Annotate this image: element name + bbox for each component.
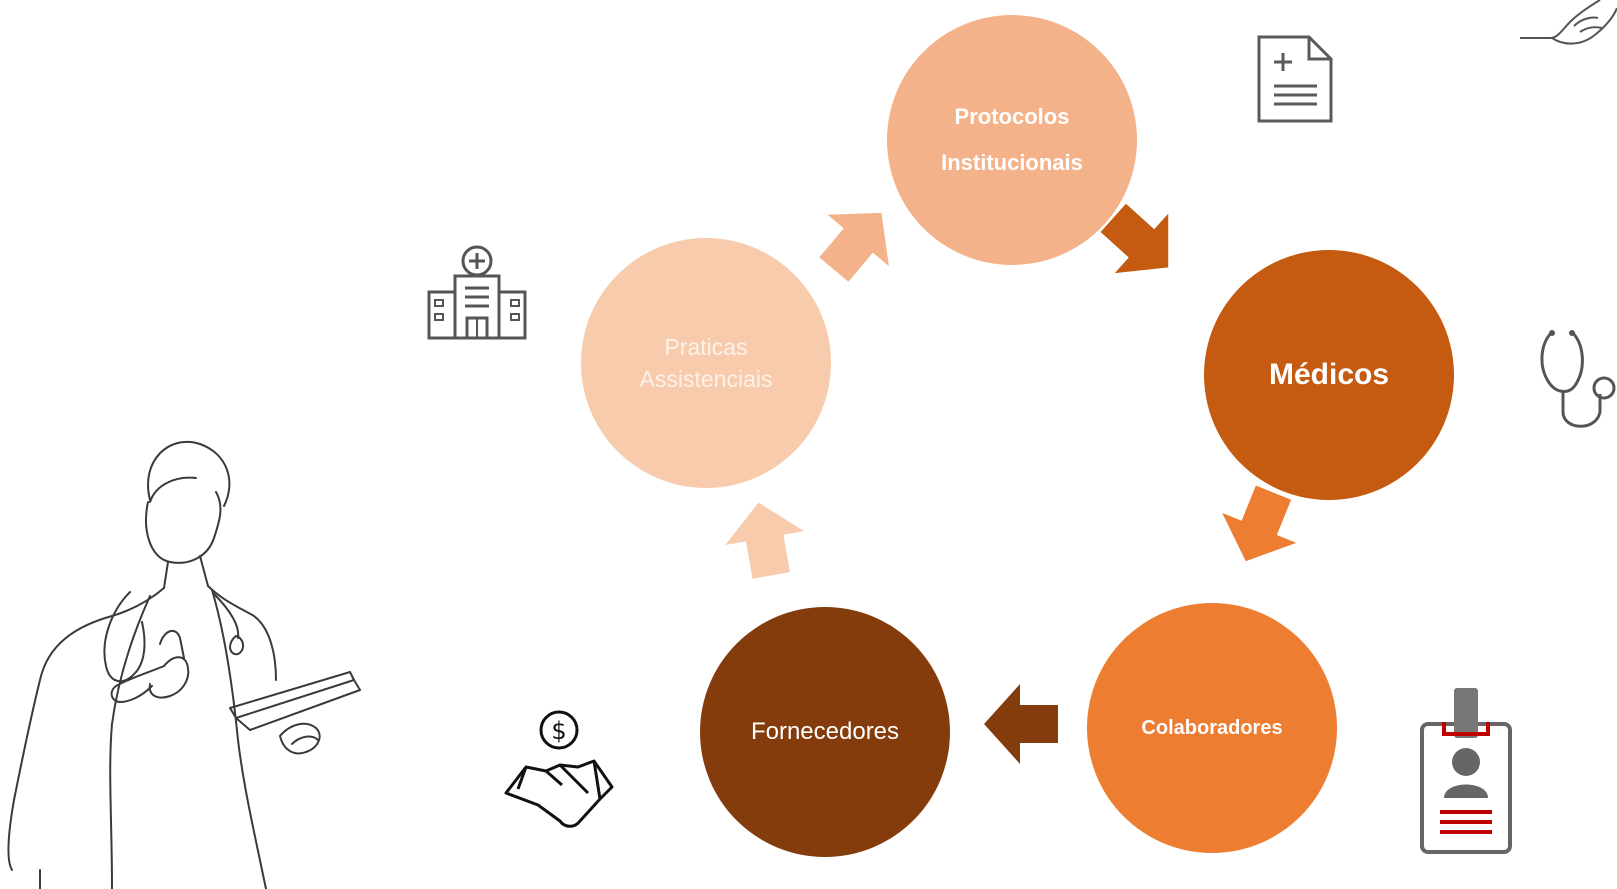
node-label-line: Assistenciais [639, 366, 773, 392]
doctor-illustration [7, 440, 361, 889]
node-label: Médicos [1268, 358, 1390, 391]
node-label: Fornecedores [750, 718, 900, 745]
node-label-line: Praticas [664, 334, 748, 360]
medical-document-icon [1257, 35, 1333, 123]
svg-text:$: $ [551, 717, 566, 745]
arrow-protocolos-to-medicos [1100, 203, 1169, 274]
node-medicos: Médicos [1204, 250, 1454, 500]
handshake-money-icon: $ [504, 710, 614, 828]
node-praticas-assistenciais: Praticas Assistenciais [581, 238, 831, 488]
hospital-icon [427, 245, 527, 340]
arrow-praticas-to-protocolos [819, 212, 889, 282]
node-label: Colaboradores [1141, 716, 1283, 739]
node-protocolos-institucionais: Protocolos Institucionais [887, 15, 1137, 265]
stethoscope-icon [1540, 330, 1616, 428]
praying-hands-icon [1520, 0, 1617, 45]
arrow-colaboradores-to-fornecedores [984, 684, 1058, 764]
node-label-line: Protocolos [954, 104, 1070, 129]
arrow-fornecedores-to-praticas [725, 502, 805, 579]
id-badge-icon [1420, 688, 1512, 854]
arrow-medicos-to-colaboradores [1222, 485, 1297, 562]
node-label-line: Institucionais [941, 150, 1083, 175]
node-colaboradores: Colaboradores [1087, 603, 1337, 853]
node-fornecedores: Fornecedores [700, 607, 950, 857]
